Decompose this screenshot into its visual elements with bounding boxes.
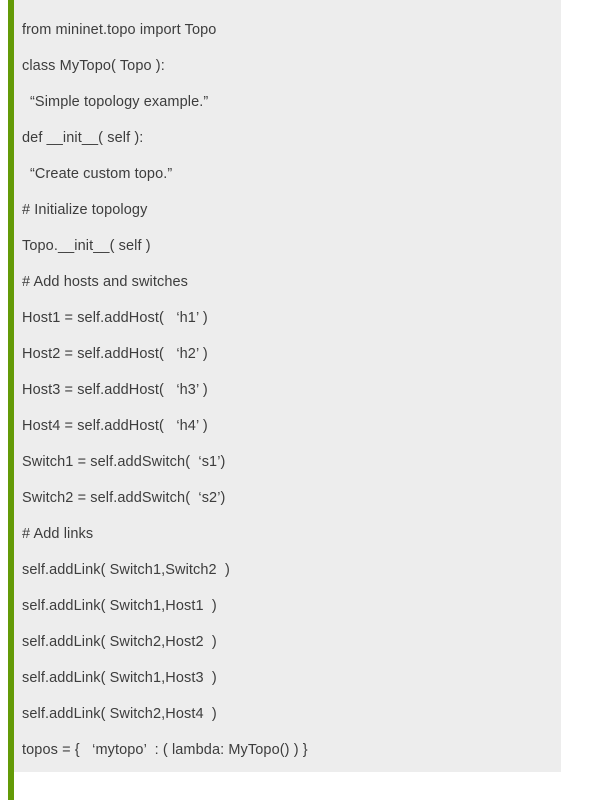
code-block-panel: from mininet.topo import Topo class MyTop…	[14, 0, 561, 772]
code-line: Host2 = self.addHost( ‘h2’ )	[22, 346, 208, 362]
code-line: Switch1 = self.addSwitch( ‘s1’)	[22, 454, 226, 470]
code-line: def __init__( self ):	[22, 130, 144, 146]
code-line: Host4 = self.addHost( ‘h4’ )	[22, 418, 208, 434]
code-line: self.addLink( Switch2,Host2 )	[22, 634, 217, 650]
code-line: Host1 = self.addHost( ‘h1’ )	[22, 310, 208, 326]
code-line: from mininet.topo import Topo	[22, 22, 217, 38]
code-line: class MyTopo( Topo ):	[22, 58, 165, 74]
code-line: self.addLink( Switch2,Host4 )	[22, 706, 217, 722]
code-line: Topo.__init__( self )	[22, 238, 151, 254]
code-line: self.addLink( Switch1,Host3 )	[22, 670, 217, 686]
code-line: Switch2 = self.addSwitch( ‘s2’)	[22, 490, 226, 506]
code-line: # Add links	[22, 526, 94, 542]
code-line: topos = { ‘mytopo’ : ( lambda: MyTopo() …	[22, 742, 308, 758]
code-line: # Initialize topology	[22, 202, 148, 218]
code-line: “Create custom topo.”	[30, 166, 173, 182]
code-line: # Add hosts and switches	[22, 274, 189, 290]
code-line: “Simple topology example.”	[30, 94, 209, 110]
code-line: Host3 = self.addHost( ‘h3’ )	[22, 382, 208, 398]
left-accent-bar	[8, 0, 14, 800]
code-line: self.addLink( Switch1,Host1 )	[22, 598, 217, 614]
code-line: self.addLink( Switch1,Switch2 )	[22, 562, 230, 578]
